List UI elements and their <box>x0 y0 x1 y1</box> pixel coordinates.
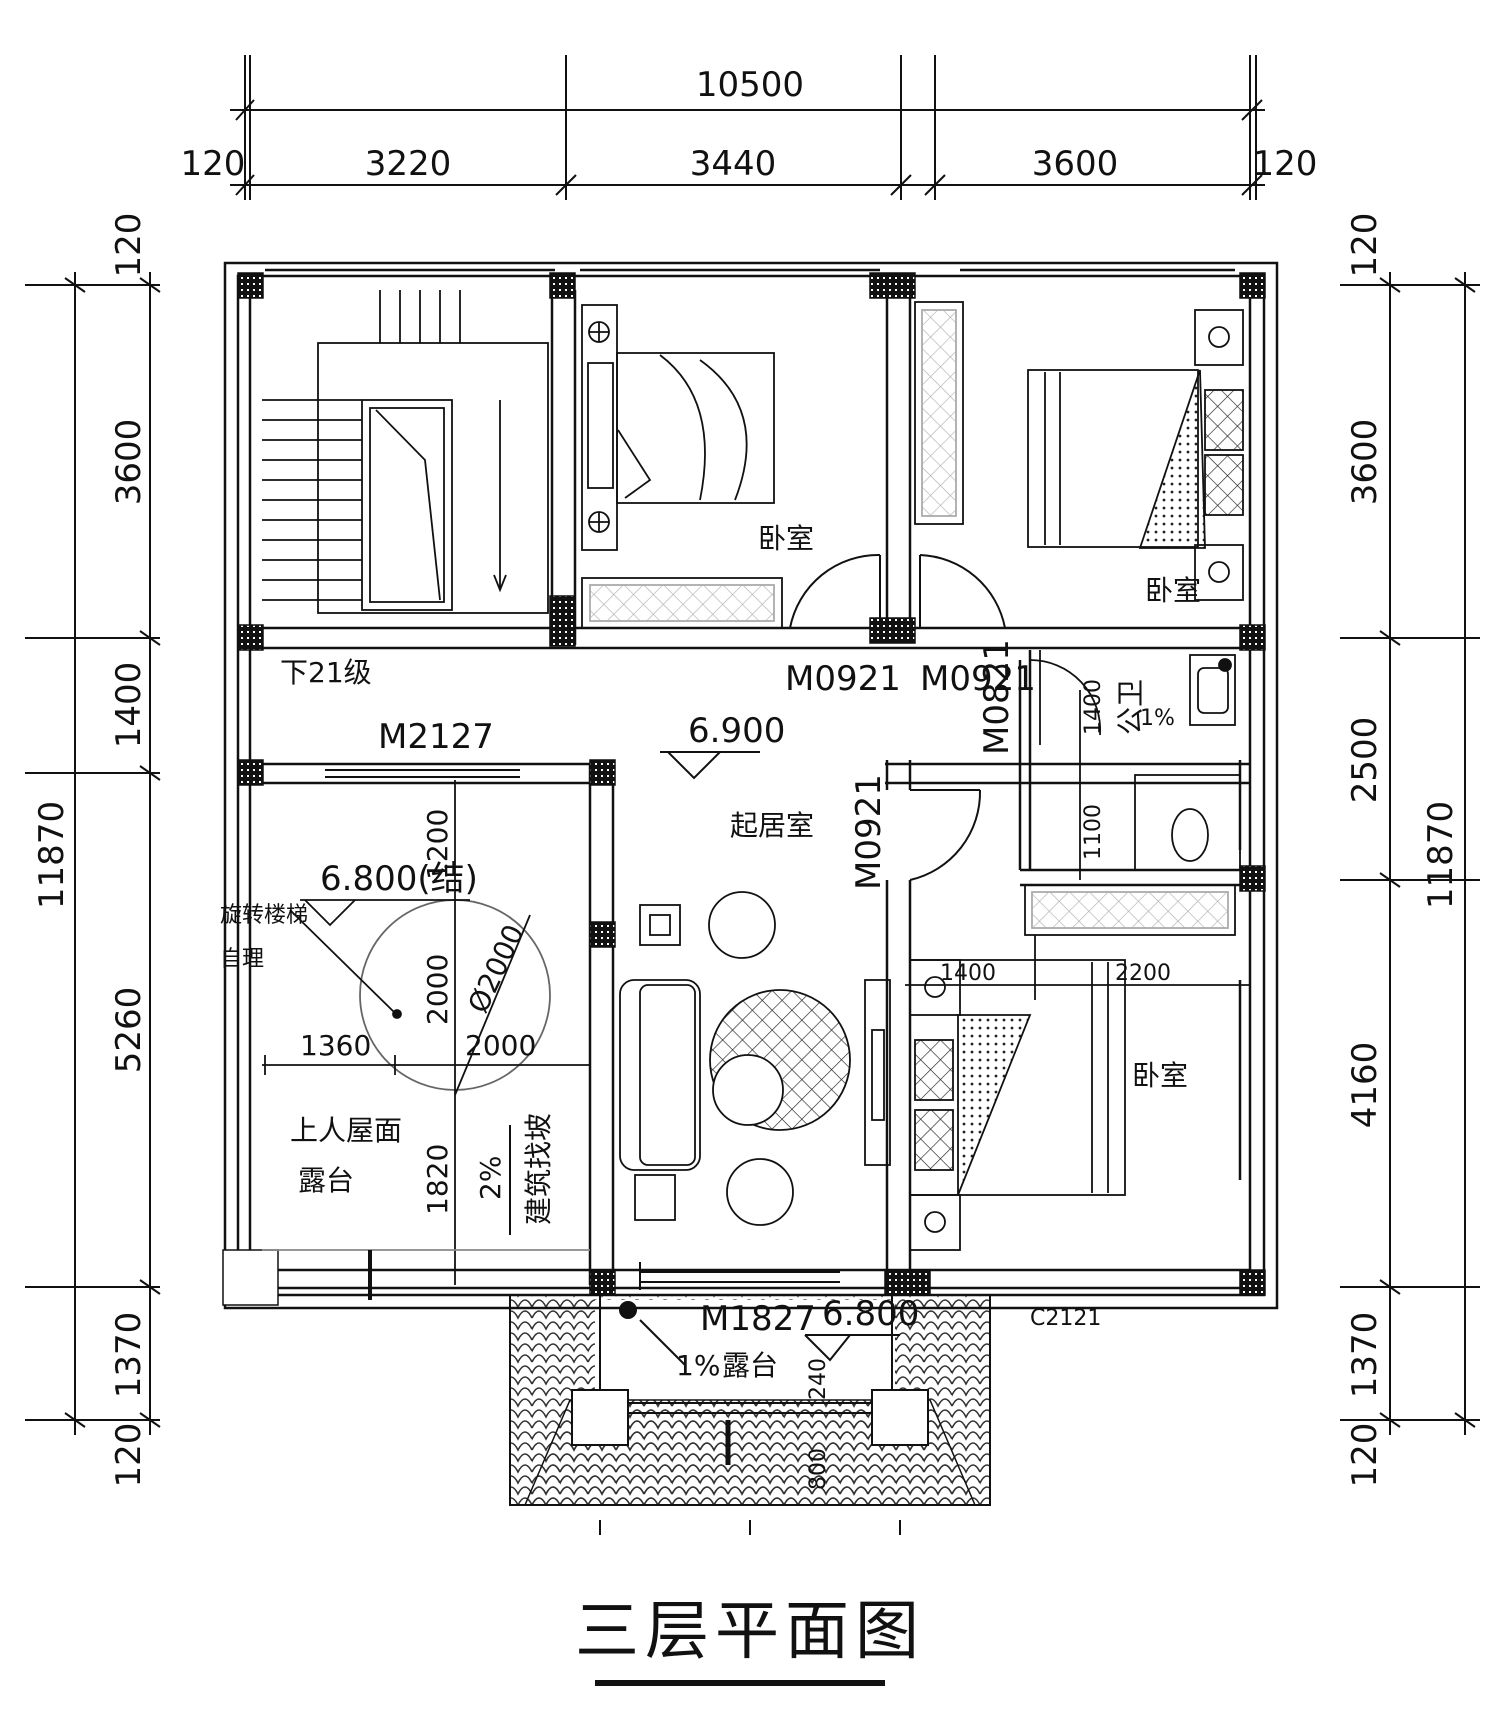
spiral-stair-note-1: 旋转楼梯 <box>220 903 308 928</box>
front-door-marks <box>599 1262 901 1535</box>
wc-label: 公卫 <box>1114 679 1147 735</box>
dim-240: 240 <box>806 1358 831 1400</box>
dim-top-seg-1: 3220 <box>365 144 452 184</box>
top-dimensions <box>230 55 1265 200</box>
dim-right-seg-3: 4160 <box>1345 1042 1385 1129</box>
bedroom-2-furniture <box>1027 309 1244 601</box>
drawing-title: 三层平面图 <box>575 1595 925 1669</box>
elevation-marker-front <box>619 1301 900 1366</box>
bedroom-1-label: 卧室 <box>758 522 814 555</box>
living-furniture <box>619 891 891 1226</box>
dim-left-seg-4: 1370 <box>109 1312 149 1399</box>
door-m0921-a-label: M0921 <box>785 659 901 699</box>
columns <box>222 272 1266 1306</box>
dim-left-total: 11870 <box>32 801 72 909</box>
roof-terrace-label: 上人屋面 <box>290 1114 402 1147</box>
elevation-terrace: 6.800(结) <box>320 859 478 899</box>
living-room-label: 起居室 <box>730 809 814 842</box>
right-dimensions <box>1340 272 1480 1435</box>
slope-wc: 1% <box>1140 706 1175 731</box>
dim-2000-vertical: 2000 <box>421 954 454 1025</box>
door-m1827-label: M1827 <box>700 1299 816 1339</box>
sliding-door-m2127 <box>325 769 520 778</box>
dim-top-seg-3: 3600 <box>1032 144 1119 184</box>
dim-top-edge-right: 120 <box>1253 144 1318 184</box>
elevation-marker-living <box>660 751 760 780</box>
door-swings-top <box>789 553 1006 629</box>
wc-fixtures <box>1029 650 1241 880</box>
front-terrace-label: 露台 <box>722 1349 778 1382</box>
walls <box>223 261 1279 1310</box>
dim-1400-bedroom: 1400 <box>940 961 996 986</box>
dim-right-seg-2: 2500 <box>1345 717 1385 804</box>
dim-left-seg-1: 3600 <box>109 419 149 506</box>
bedroom-2-label: 卧室 <box>1145 574 1201 607</box>
slope-front: 1% <box>676 1349 720 1382</box>
wardrobe-strip <box>914 301 964 525</box>
staircase <box>262 290 549 614</box>
dim-right-edge-top: 120 <box>1345 213 1385 278</box>
dim-right-seg-4: 1370 <box>1345 1312 1385 1399</box>
title-underline <box>595 1680 885 1686</box>
bedroom-3-label: 卧室 <box>1132 1059 1188 1092</box>
slope-terrace: 2% <box>474 1156 507 1200</box>
bedroom-1-furniture <box>581 304 783 629</box>
dim-left-seg-2: 1400 <box>109 662 149 749</box>
dim-1360: 1360 <box>300 1029 371 1062</box>
door-m2127-label: M2127 <box>378 717 494 757</box>
left-dimensions <box>25 272 161 1435</box>
stairs-down-label: 下21级 <box>280 656 372 689</box>
door-m0921-c-label: M0921 <box>849 774 889 890</box>
dim-800: 800 <box>806 1448 831 1490</box>
bedroom-3-furniture <box>905 935 1250 1251</box>
dim-top-seg-2: 3440 <box>690 144 777 184</box>
dim-top-total: 10500 <box>696 65 804 105</box>
elevation-living: 6.900 <box>688 711 785 751</box>
dim-left-seg-3: 5260 <box>109 987 149 1074</box>
dim-1820: 1820 <box>421 1144 454 1215</box>
roof-terrace-label-2: 露台 <box>298 1164 354 1197</box>
dim-right-seg-1: 3600 <box>1345 419 1385 506</box>
front-terrace-tiles <box>509 1287 991 1506</box>
spiral-stair-note-2: 自理 <box>220 947 264 972</box>
dim-right-total: 11870 <box>1421 801 1461 909</box>
door-swing-middle <box>909 789 982 881</box>
circle-diameter: Ø2000 <box>461 919 530 1018</box>
door-m0921-b-label: M0921 <box>920 659 1036 699</box>
dim-1400-wc: 1400 <box>1081 679 1106 735</box>
door-m0821-label: M0821 <box>977 639 1017 755</box>
dim-left-edge-bottom: 120 <box>109 1423 149 1488</box>
elevation-front: 6.800 <box>822 1294 919 1334</box>
slope-note: 建筑找坡 <box>522 1113 555 1225</box>
window-c2121-label: C2121 <box>1030 1306 1101 1331</box>
dim-1200: 1200 <box>421 809 454 880</box>
dim-left-edge-top: 120 <box>109 213 149 278</box>
roof-terrace <box>262 780 590 1300</box>
dim-2200-bedroom: 2200 <box>1115 961 1171 986</box>
dim-right-edge-bottom: 120 <box>1345 1423 1385 1488</box>
dim-1100-wc: 1100 <box>1081 804 1106 860</box>
closet-strip <box>1024 884 1236 936</box>
dim-top-edge-left: 120 <box>181 144 246 184</box>
dim-2000-horizontal: 2000 <box>465 1029 536 1062</box>
